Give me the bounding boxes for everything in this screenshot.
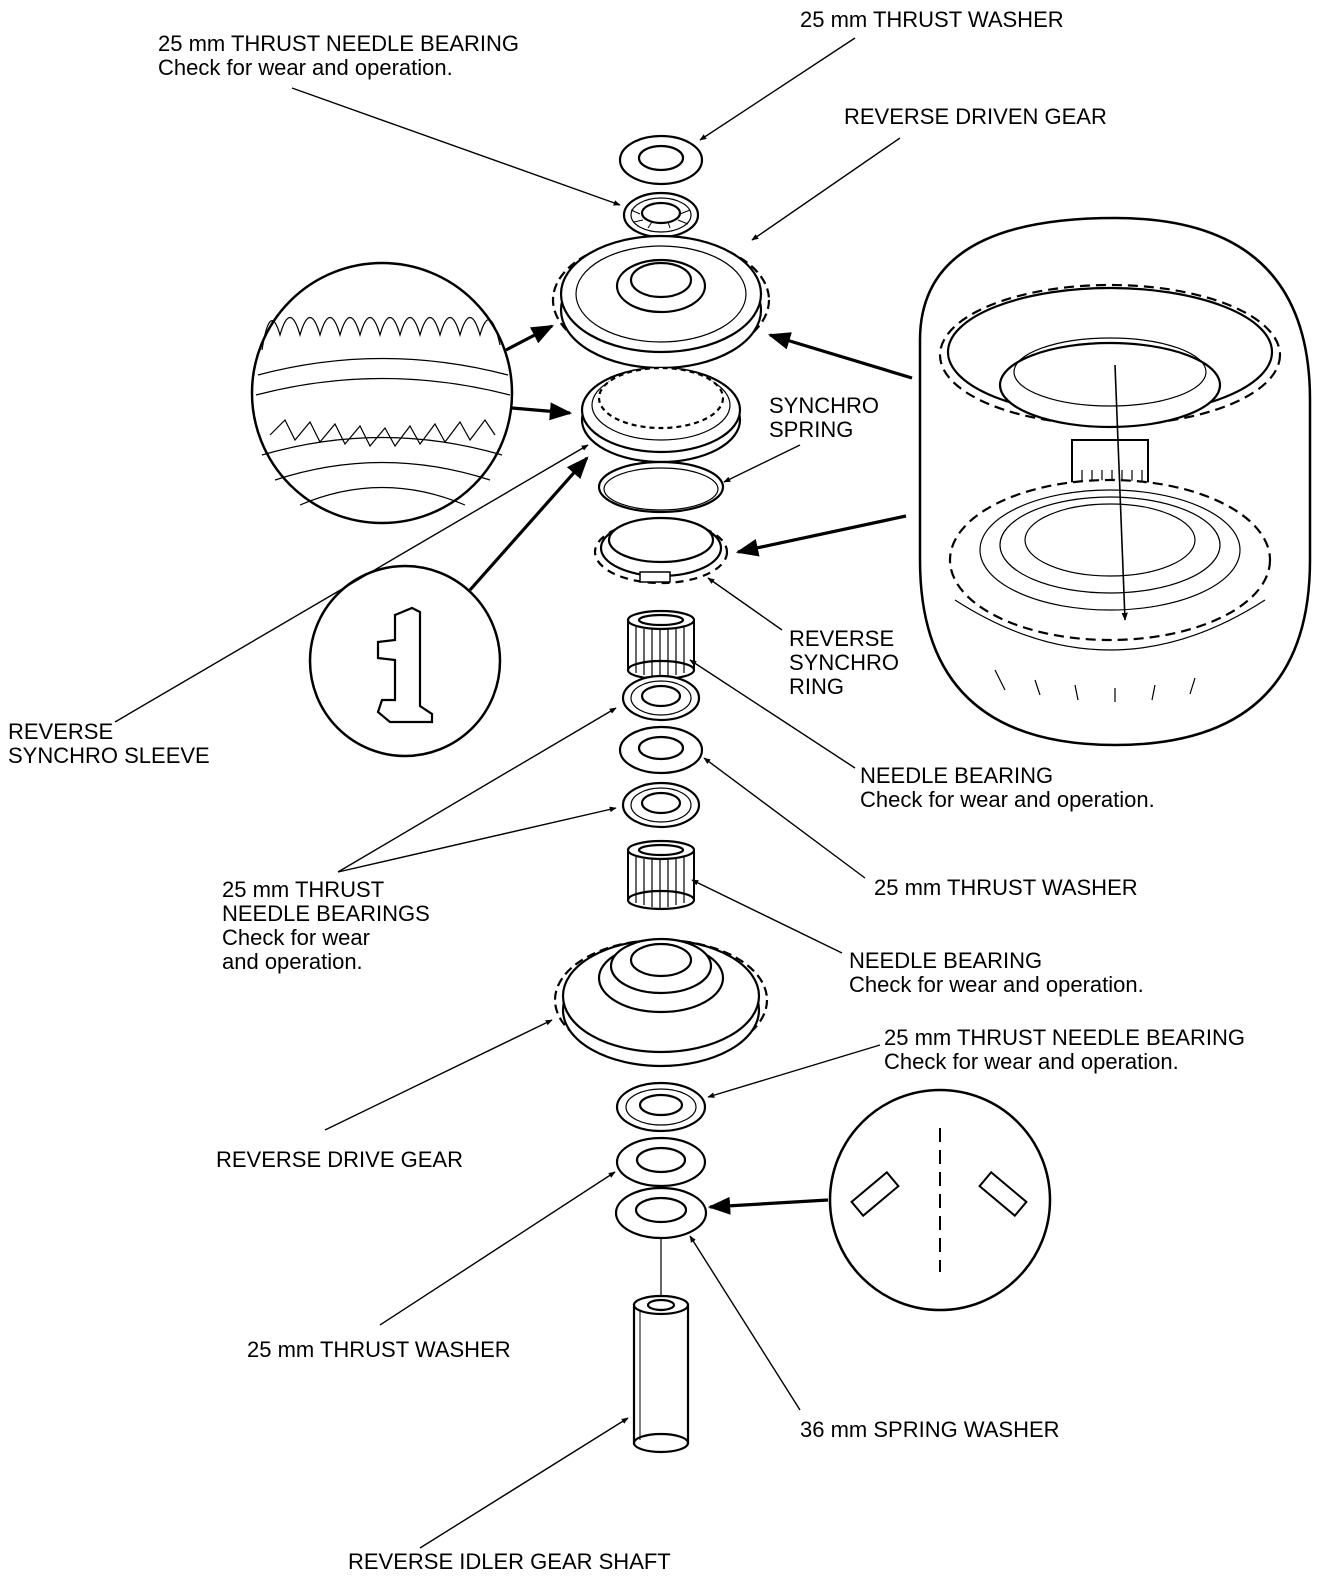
- label-reverse-driven-gear: REVERSE DRIVEN GEAR: [844, 104, 1107, 129]
- label-spring-washer: 36 mm SPRING WASHER: [800, 1417, 1060, 1442]
- reverse-drive-gear-part: [553, 937, 769, 1068]
- needle-bearing-lower-part: [626, 839, 696, 911]
- label-reverse-synchro-sleeve-line1: REVERSE: [8, 719, 113, 744]
- thrust-needle-bearing-middle-lower-part: [621, 781, 701, 829]
- reverse-driven-gear-part: [551, 234, 771, 370]
- thrust-washer-top-part: [618, 134, 704, 186]
- tooth-detail-bubble: [250, 261, 514, 525]
- label-needle-bearing-lower-line2: Check for wear and operation.: [849, 972, 1144, 997]
- label-reverse-synchro-ring-line1: REVERSE: [789, 626, 894, 651]
- label-reverse-synchro-ring-line2: SYNCHRO: [789, 650, 899, 675]
- label-thrust-needle-bearing-lower-line2: Check for wear and operation.: [884, 1049, 1179, 1074]
- label-reverse-synchro-ring-line3: RING: [789, 674, 844, 699]
- spring-washer-part: [614, 1186, 708, 1240]
- reverse-idler-gear-shaft-part: [632, 1294, 690, 1454]
- label-thrust-washer-bottom: 25 mm THRUST WASHER: [247, 1337, 511, 1362]
- label-needle-bearing-upper-line1: NEEDLE BEARING: [860, 763, 1053, 788]
- synchro-spring-part: [597, 460, 725, 514]
- label-thrust-needle-bearing-lower-line1: 25 mm THRUST NEEDLE BEARING: [884, 1025, 1245, 1050]
- label-synchro-spring-line2: SPRING: [769, 417, 853, 442]
- label-thrust-needle-bearing-top-line2: Check for wear and operation.: [158, 55, 453, 80]
- reverse-synchro-ring-part: [593, 516, 729, 585]
- spring-washer-orientation-bubble: [828, 1088, 1052, 1312]
- label-reverse-idler-gear-shaft: REVERSE IDLER GEAR SHAFT: [348, 1549, 671, 1574]
- label-thrust-needle-bearings-line1: 25 mm THRUST: [222, 877, 384, 902]
- needle-bearing-upper-part: [626, 609, 696, 681]
- reverse-synchro-sleeve-part: [580, 366, 742, 464]
- label-thrust-washer-top: 25 mm THRUST WASHER: [800, 7, 1064, 32]
- label-reverse-drive-gear: REVERSE DRIVE GEAR: [216, 1147, 463, 1172]
- label-synchro-spring-line1: SYNCHRO: [769, 393, 879, 418]
- detail-callout-arrows: [468, 324, 913, 1215]
- thrust-washer-bottom-part: [615, 1136, 707, 1188]
- thrust-needle-bearing-top-part: [622, 191, 700, 239]
- sleeve-profile-bubble: [308, 564, 502, 758]
- thrust-needle-bearing-middle-upper-part: [621, 674, 701, 722]
- label-needle-bearing-lower-line1: NEEDLE BEARING: [849, 948, 1042, 973]
- leader-lines: [114, 37, 901, 1549]
- label-thrust-needle-bearings-line3: Check for wear: [222, 925, 370, 950]
- label-thrust-needle-bearings-line2: NEEDLE BEARINGS: [222, 901, 430, 926]
- thrust-needle-bearing-lower-part: [615, 1081, 707, 1133]
- label-thrust-needle-bearing-top-line1: 25 mm THRUST NEEDLE BEARING: [158, 31, 519, 56]
- thrust-washer-middle-part: [618, 725, 704, 775]
- label-thrust-needle-bearings-line4: and operation.: [222, 949, 363, 974]
- label-reverse-synchro-sleeve-line2: SYNCHRO SLEEVE: [8, 743, 210, 768]
- label-thrust-washer-middle: 25 mm THRUST WASHER: [874, 875, 1138, 900]
- assembly-detail-bubble: [918, 216, 1312, 747]
- label-needle-bearing-upper-line2: Check for wear and operation.: [860, 787, 1155, 812]
